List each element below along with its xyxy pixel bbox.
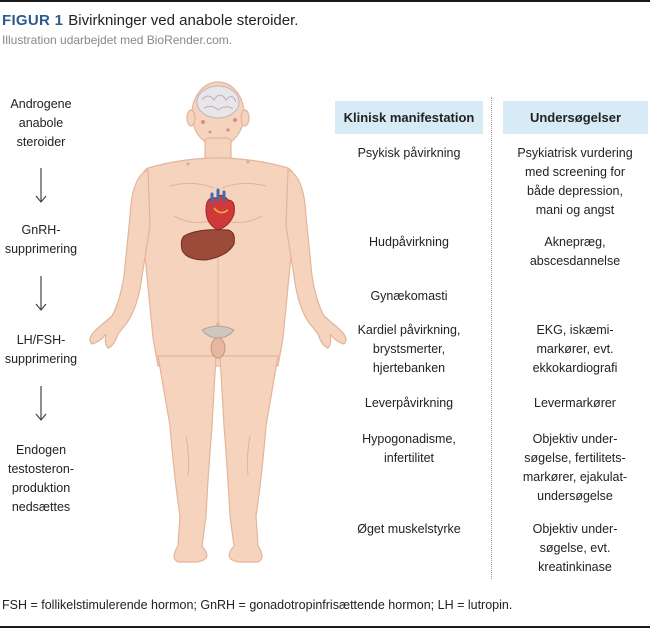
brain-icon [196,85,240,119]
figure-title-text: Bivirkninger ved anabole steroider. [68,12,299,29]
down-arrow-icon [35,276,47,311]
cell-line: Leverpåvirkning [364,396,454,410]
cascade-line: anabole [18,116,64,130]
cell-line: Aknepræg, [544,235,606,249]
figure-label: FIGUR 1 [2,12,64,29]
top-rule [0,0,650,2]
figure-subtitle: Illustration udarbejdet med BioRender.co… [2,33,233,47]
examination-cell: Aknepræg, abscesdannelse [500,233,650,271]
cell-line: Psykiatrisk vurdering [517,146,633,160]
examination-cell: Levermarkører [500,394,650,413]
column-header-clinical: Klinisk manifestation [335,101,483,134]
column-divider [491,97,492,579]
cell-line: hjertebanken [372,361,446,375]
cascade-line: testosteron- [7,462,74,476]
manifestation-cell: Psykisk påvirkning [336,144,482,163]
cascade-line: steroider [16,135,66,149]
cascade-line: LH/FSH- [16,333,66,347]
cascade-line: Androgene [10,97,72,111]
genitals-icon [201,325,235,359]
examination-cell: Objektiv under- søgelse, fertilitets- ma… [500,430,650,506]
column-header-examinations: Undersøgelser [503,101,648,134]
cell-line: mani og angst [535,203,615,217]
liver-icon [180,229,235,261]
human-body-illustration [89,81,347,563]
cell-line: Objektiv under- [532,522,618,536]
cell-line: søgelse, fertilitets- [524,451,626,465]
cascade-step: LH/FSH- supprimering [0,331,82,369]
cell-line: med screening for [524,165,626,179]
cell-line: kreatinkinase [538,560,612,574]
cell-line: Hypogonadisme, [362,432,456,446]
cell-line: markører, ejakulat- [522,470,628,484]
manifestation-cell: Kardiel påvirkning, brystsmerter, hjerte… [336,321,482,378]
cascade-line: produktion [11,481,71,495]
cell-line: infertilitet [383,451,435,465]
acne-spots [201,118,237,134]
down-arrow-icon [35,386,47,421]
examination-cell: Objektiv under- søgelse, evt. kreatinkin… [500,520,650,577]
cell-line: søgelse, evt. [539,541,611,555]
abbreviations-footnote: FSH = follikelstimulerende hormon; GnRH … [2,598,513,612]
cell-line: EKG, iskæmi- [536,323,614,337]
manifestation-cell: Øget muskelstyrke [336,520,482,539]
heart-icon [205,188,235,231]
manifestation-cell: Hypogonadisme, infertilitet [336,430,482,468]
cascade-line: Endogen [15,443,67,457]
examination-cell: EKG, iskæmi- markører, evt. ekkokardiogr… [500,321,650,378]
cell-line: markører, evt. [536,342,614,356]
cell-line: ekkokardiografi [532,361,618,375]
cascade-line: supprimering [4,352,78,366]
cell-line: Levermarkører [534,396,616,410]
examination-cell: Psykiatrisk vurdering med screening for … [500,144,650,220]
cell-line: Gynækomasti [370,289,448,303]
manifestation-cell: Gynækomasti [336,287,482,306]
cascade-step: Endogen testosteron- produktion nedsætte… [0,441,82,517]
cascade-line: nedsættes [11,500,71,514]
cell-line: Øget muskelstyrke [357,522,461,536]
cell-line: undersøgelse [537,489,613,503]
down-arrow-icon [35,168,47,203]
shoulder-spots [186,160,250,166]
cell-line: både depression, [527,184,623,198]
cascade-step: GnRH- supprimering [0,221,82,259]
cascade-step: Androgene anabole steroider [0,95,82,152]
cell-line: Hudpåvirkning [369,235,449,249]
manifestation-cell: Leverpåvirkning [336,394,482,413]
cascade-line: supprimering [4,242,78,256]
cell-line: Kardiel påvirkning, [357,323,461,337]
cell-line: abscesdannelse [529,254,621,268]
manifestation-cell: Hudpåvirkning [336,233,482,252]
cell-line: Objektiv under- [532,432,618,446]
cell-line: brystsmerter, [372,342,446,356]
bottom-rule [0,626,650,628]
cascade-line: GnRH- [21,223,61,237]
cell-line: Psykisk påvirkning [357,146,461,160]
